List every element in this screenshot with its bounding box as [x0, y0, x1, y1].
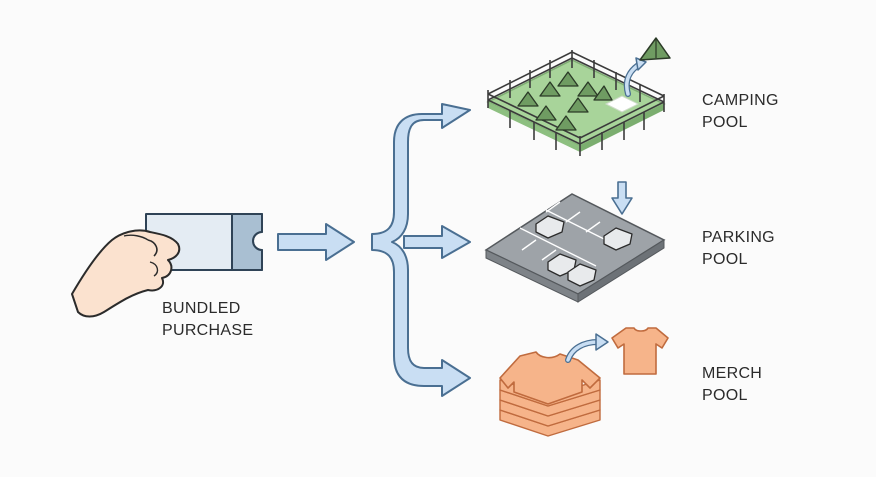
camping-pool-label-line1: CAMPING: [702, 92, 779, 109]
t-shirt-icon: [499, 351, 601, 405]
camping-plot: [486, 37, 671, 156]
tent-icon: [517, 71, 613, 131]
merch-stack: [499, 327, 669, 437]
curved-arrow-icon: [565, 333, 609, 363]
merch-pool-label-line1: MERCH: [702, 365, 763, 382]
parking-pool-label-line2: POOL: [702, 251, 748, 268]
parking-pool-label-line1: PARKING: [702, 229, 775, 246]
down-arrow-icon: [611, 181, 633, 215]
bundled-purchase-label-line2: PURCHASE: [162, 322, 254, 339]
tent-icon: [639, 37, 671, 61]
parking-pool-label: PARKING POOL: [702, 227, 775, 271]
merch-pool-label-line2: POOL: [702, 387, 748, 404]
bundled-purchase-label-line1: BUNDLED: [162, 300, 241, 317]
main-flow-arrow: [277, 223, 355, 261]
car-icon: [535, 215, 633, 287]
hand-holding-ticket-icon: [71, 213, 263, 318]
merch-pool-label: MERCH POOL: [702, 363, 762, 407]
parking-lot: [484, 181, 666, 303]
branch-arrows: [371, 103, 471, 397]
curved-arrow-icon: [623, 57, 647, 97]
camping-pool-label: CAMPING POOL: [702, 90, 779, 134]
bundled-purchase-label: BUNDLED PURCHASE: [162, 298, 253, 342]
t-shirt-icon: [611, 327, 669, 375]
camping-pool-label-line2: POOL: [702, 114, 748, 131]
